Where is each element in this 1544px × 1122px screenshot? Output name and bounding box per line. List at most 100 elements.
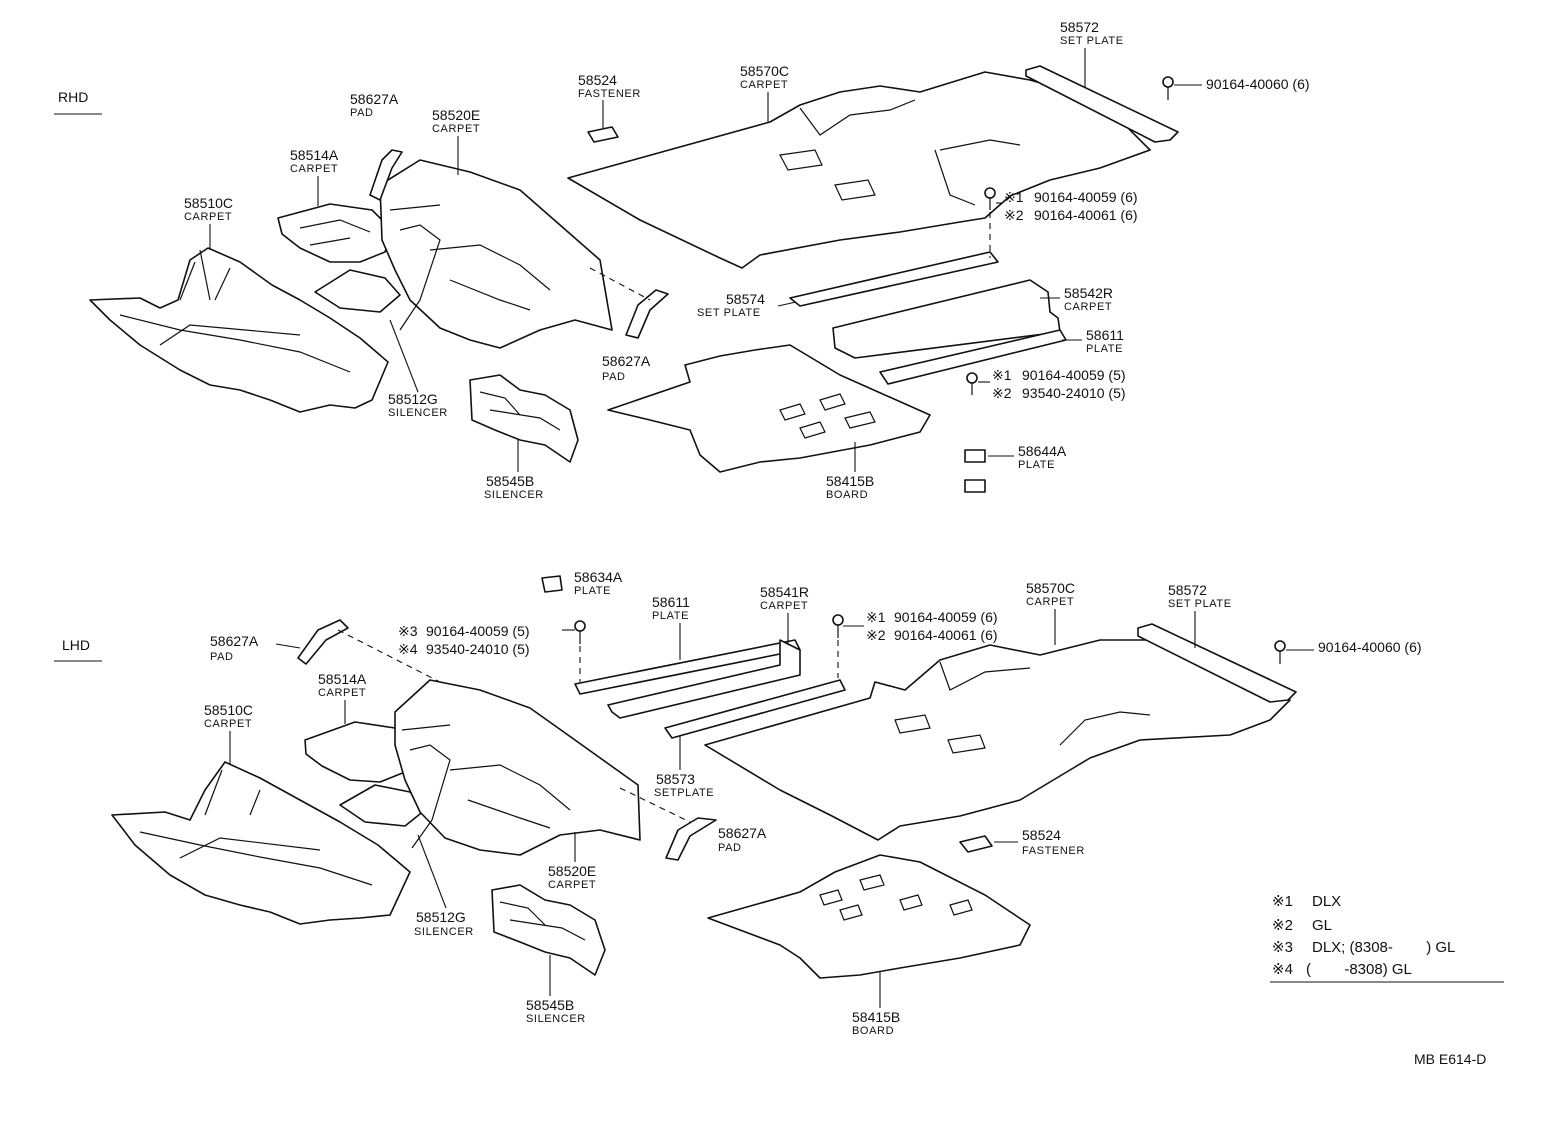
rhd-58415b-cutouts bbox=[779, 393, 876, 439]
lhd-desc-58611: PLATE bbox=[652, 610, 689, 622]
rhd-fastener-4-num: 90164-40059 (5) bbox=[1022, 367, 1126, 383]
lhd-screw-90164-40059-6 bbox=[832, 614, 844, 626]
rhd-label-58545b: 58545B bbox=[486, 473, 534, 489]
rhd-58415b-board bbox=[607, 344, 931, 473]
rhd-floor-piece bbox=[314, 269, 401, 313]
lhd-58570c-rear-carpet bbox=[704, 639, 1291, 841]
lhd-label-58627a-top: 58627A bbox=[210, 633, 259, 649]
lhd-label-58520e: 58520E bbox=[548, 863, 596, 879]
lhd-label-58573: 58573 bbox=[656, 771, 695, 787]
legend-mark-1: ※1 bbox=[1272, 893, 1293, 910]
rhd-desc-58627a-top: PAD bbox=[350, 107, 374, 119]
rhd-58520e-tunnel bbox=[389, 204, 551, 331]
lhd-label-58611: 58611 bbox=[652, 594, 690, 610]
lhd-fastener-4-mark: ※2 bbox=[866, 627, 886, 643]
lhd-label-58570c: 58570C bbox=[1026, 580, 1075, 596]
lhd-fastener-5-num: 90164-40060 (6) bbox=[1318, 639, 1422, 655]
lhd-pad-dashline-mid bbox=[619, 787, 691, 823]
rhd-label-58524: 58524 bbox=[578, 72, 617, 88]
lhd-pad-dashline-top bbox=[337, 629, 441, 683]
lhd-desc-58627a-top: PAD bbox=[210, 651, 234, 663]
lhd-desc-58524: FASTENER bbox=[1022, 845, 1085, 857]
lhd-label-58572: 58572 bbox=[1168, 582, 1207, 598]
rhd-58514a-carpet bbox=[277, 203, 393, 263]
rhd-58627a-pad-top bbox=[369, 149, 403, 201]
rhd-desc-58570c: CARPET bbox=[740, 79, 788, 91]
rhd-label-58512g: 58512G bbox=[388, 391, 438, 407]
rhd-58514a-detail bbox=[299, 219, 371, 246]
rhd-label-58510c: 58510C bbox=[184, 195, 233, 211]
lhd-58514a-carpet bbox=[304, 721, 416, 783]
rhd-label-58627a-top: 58627A bbox=[350, 91, 399, 107]
rhd-58542r-carpet bbox=[832, 279, 1061, 359]
rhd-fastener-3-mark: ※2 bbox=[1004, 207, 1024, 223]
rhd-58545b-detail bbox=[479, 391, 561, 431]
legend-mark-4: ※4 bbox=[1272, 961, 1293, 978]
rhd-screw-90164-40059-6 bbox=[984, 187, 996, 199]
rhd-pad-dashline bbox=[589, 267, 651, 301]
lhd-desc-58545b: SILENCER bbox=[526, 1013, 586, 1025]
lhd-fastener-1-num: 90164-40059 (5) bbox=[426, 623, 530, 639]
lhd-label-58634a: 58634A bbox=[574, 569, 623, 585]
lhd-fastener-4-num: 90164-40061 (6) bbox=[894, 627, 998, 643]
lhd-lead-58627a-top bbox=[275, 643, 301, 649]
rhd-58644a-plate-b bbox=[964, 479, 986, 493]
lhd-screw-90164-40060 bbox=[1274, 640, 1286, 652]
lhd-desc-58570c: CARPET bbox=[1026, 596, 1074, 608]
lhd-58634a-plate bbox=[541, 575, 563, 593]
lhd-label-58512g: 58512G bbox=[416, 909, 466, 925]
lhd-58524-fastener bbox=[959, 835, 993, 853]
reference-code: MB E614-D bbox=[1414, 1051, 1486, 1067]
section-label-rhd: RHD bbox=[58, 89, 88, 105]
rhd-58524-fastener bbox=[587, 126, 619, 143]
lhd-desc-58510c: CARPET bbox=[204, 718, 252, 730]
lhd-58627a-pad-mid bbox=[665, 817, 717, 861]
rhd-fastener-4-mark: ※1 bbox=[992, 367, 1012, 383]
lhd-screw-90164-40059-5 bbox=[574, 620, 586, 632]
lhd-58415b-board bbox=[707, 854, 1031, 979]
rhd-label-58627a-mid: 58627A bbox=[602, 353, 651, 369]
lhd-desc-58634a: PLATE bbox=[574, 585, 611, 597]
rhd-desc-58542r: CARPET bbox=[1064, 301, 1112, 313]
lhd-desc-58572: SET PLATE bbox=[1168, 598, 1232, 610]
lhd-desc-58541r: CARPET bbox=[760, 600, 808, 612]
rhd-58627a-pad-mid bbox=[625, 289, 669, 339]
rhd-fastener-2-mark: ※1 bbox=[1004, 189, 1024, 205]
lhd-desc-58627a-mid: PAD bbox=[718, 842, 742, 854]
lhd-58570c-detail bbox=[894, 661, 1151, 754]
rhd-58545b-silencer bbox=[469, 374, 579, 463]
rhd-drawings bbox=[89, 65, 1179, 493]
lhd-58520e-tunnel bbox=[401, 724, 571, 849]
legend: ※1 DLX ※2 GL ※3 DLX; (8308- ) GL ※4 ( -8… bbox=[1270, 893, 1504, 983]
lhd-drawings bbox=[111, 575, 1297, 979]
lhd-desc-58520e: CARPET bbox=[548, 879, 596, 891]
rhd-label-58644a: 58644A bbox=[1018, 443, 1067, 459]
lhd-58572-set-plate bbox=[1137, 623, 1297, 703]
lhd-fastener-3-num: 90164-40059 (6) bbox=[894, 609, 998, 625]
rhd-desc-58415b: BOARD bbox=[826, 489, 868, 501]
rhd-58574-set-plate bbox=[789, 251, 999, 307]
rhd-58644a-plate-a bbox=[964, 449, 986, 463]
lhd-desc-58514a: CARPET bbox=[318, 687, 366, 699]
rhd-fastener-5-mark: ※2 bbox=[992, 385, 1012, 401]
rhd-desc-58524: FASTENER bbox=[578, 88, 641, 100]
rhd-fastener-1-num: 90164-40060 (6) bbox=[1206, 76, 1310, 92]
legend-text-3: DLX; (8308- ) GL bbox=[1312, 939, 1455, 956]
lhd-labels: 58634A PLATE 58611 PLATE 58541R CARPET 5… bbox=[204, 569, 1422, 1037]
legend-mark-3: ※3 bbox=[1272, 939, 1293, 956]
lhd-58510c-detail bbox=[139, 769, 373, 886]
lhd-label-58415b: 58415B bbox=[852, 1009, 900, 1025]
rhd-label-58415b: 58415B bbox=[826, 473, 874, 489]
lhd-label-58510c: 58510C bbox=[204, 702, 253, 718]
rhd-58510c-detail bbox=[119, 249, 351, 373]
rhd-lead-58512g bbox=[389, 319, 419, 393]
rhd-fastener-3-num: 90164-40061 (6) bbox=[1034, 207, 1138, 223]
lhd-desc-58573: SETPLATE bbox=[654, 787, 714, 799]
rhd-label-58570c: 58570C bbox=[740, 63, 789, 79]
lhd-58573-set-plate bbox=[664, 679, 846, 739]
rhd-screw-90164-40060 bbox=[1162, 76, 1174, 88]
rhd-desc-58644a: PLATE bbox=[1018, 459, 1055, 471]
lhd-fastener-2-num: 93540-24010 (5) bbox=[426, 641, 530, 657]
rhd-desc-58514a: CARPET bbox=[290, 163, 338, 175]
